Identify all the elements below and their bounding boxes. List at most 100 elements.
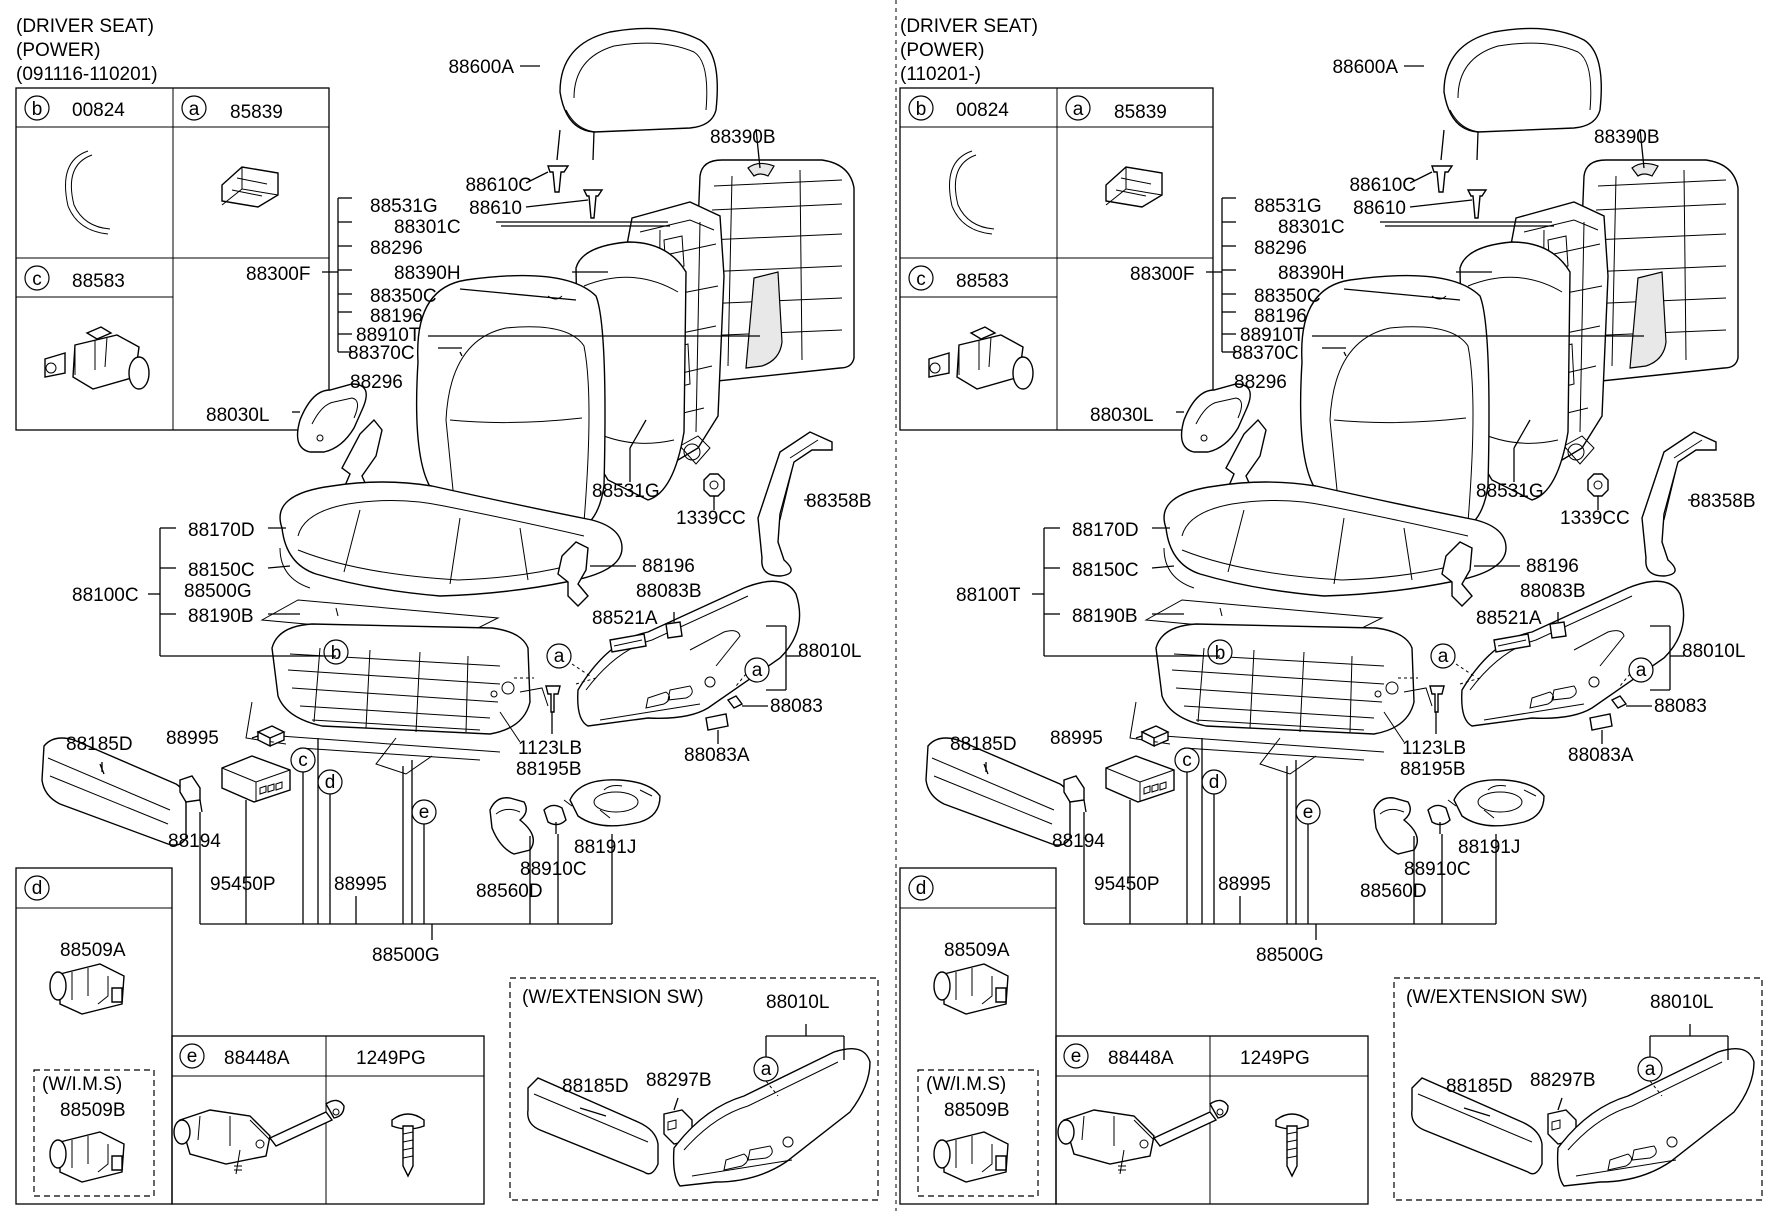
marker-a: a <box>189 99 200 120</box>
header-line-1: (DRIVER SEAT) <box>900 16 1038 37</box>
marker-e: e <box>1071 1046 1082 1067</box>
label-back-assembly: 88300F <box>1130 264 1194 285</box>
header-line-3: (110201-) <box>900 64 981 85</box>
marker-b-main: b <box>1215 643 1226 664</box>
label-back-cover-outer: 88390B <box>1594 127 1660 148</box>
marker-e-main: e <box>419 802 430 823</box>
label-lumbar-cover: 88560D <box>476 881 543 902</box>
label-back-cushion-4: 88350C <box>370 286 437 307</box>
marker-e: e <box>187 1046 198 1067</box>
label-switch-knob: 88521A <box>1476 608 1542 629</box>
marker-e-main: e <box>1303 802 1314 823</box>
label-cushion-assembly: 88100C <box>72 585 139 606</box>
marker-b: b <box>32 99 43 120</box>
label-cushion-assembly: 88100T <box>956 585 1021 606</box>
label-lever-bracket: 88296 <box>1234 372 1287 393</box>
label-back-frame-lower: 88531G <box>592 481 660 502</box>
inset-b-code: 00824 <box>956 100 1009 121</box>
label-back-cushion-7: 88370C <box>1232 343 1299 364</box>
label-bolt: 1123LB <box>518 738 582 759</box>
marker-b-main: b <box>331 643 342 664</box>
marker-c: c <box>32 269 42 290</box>
label-guide: 88610 <box>1353 198 1406 219</box>
marker-a-main-2: a <box>752 660 763 681</box>
label-back-cushion-6: 88910T <box>356 325 421 346</box>
label-back-frame-lower: 88531G <box>1476 481 1544 502</box>
ext-code-trim: 88185D <box>1446 1076 1513 1097</box>
panel-left-art <box>15 27 879 1205</box>
marker-a-main-2: a <box>1636 660 1647 681</box>
label-nut: 1339CC <box>1560 508 1630 529</box>
inset-e-code2: 1249PG <box>356 1048 426 1069</box>
label-cushion-3: 88190B <box>188 606 254 627</box>
panel-left: (DRIVER SEAT) (POWER) (091116-110201) b … <box>15 16 879 1205</box>
label-back-cushion-3: 88390H <box>394 263 461 284</box>
marker-c-main: c <box>298 750 308 771</box>
label-seat-belt: 88358B <box>806 491 872 512</box>
label-knob-small: 88083B <box>1520 581 1586 602</box>
inset-d-code-top: 88509A <box>944 940 1010 961</box>
label-ecu: 95450P <box>210 874 276 895</box>
label-back-cushion-2: 88296 <box>1254 238 1307 259</box>
inset-d-code-wims: 88509B <box>944 1100 1010 1121</box>
label-cap: 88083 <box>1654 696 1707 717</box>
inset-b-code: 00824 <box>72 100 125 121</box>
label-back-cushion-0: 88531G <box>1254 196 1322 217</box>
ext-title: (W/EXTENSION SW) <box>522 987 704 1008</box>
label-cushion-2: 88500G <box>184 581 252 602</box>
header-line-3: (091116-110201) <box>16 64 158 85</box>
label-ecu: 95450P <box>1094 874 1160 895</box>
label-seat-belt: 88358B <box>1690 491 1756 512</box>
label-lever-cover: 88030L <box>1090 405 1153 426</box>
label-guide-c: 88610C <box>1349 175 1416 196</box>
inset-e-code2: 1249PG <box>1240 1048 1310 1069</box>
ext-title: (W/EXTENSION SW) <box>1406 987 1588 1008</box>
inset-e-code: 88448A <box>224 1048 290 1069</box>
label-knob-small: 88083B <box>636 581 702 602</box>
ext-code-main: 88010L <box>1650 992 1713 1013</box>
marker-a-main-1: a <box>1438 646 1449 667</box>
label-trim-front: 88185D <box>66 734 133 755</box>
label-sensor: 88910C <box>1404 859 1471 880</box>
label-back-assembly: 88300F <box>246 264 310 285</box>
marker-b: b <box>916 99 927 120</box>
label-bolt: 1123LB <box>1402 738 1466 759</box>
label-back-cushion-5: 88196 <box>370 306 423 327</box>
header-line-1: (DRIVER SEAT) <box>16 16 154 37</box>
ext-marker: a <box>761 1059 772 1080</box>
label-lumbar-unit: 88191J <box>1458 837 1520 858</box>
label-bracket: 88196 <box>1526 556 1579 577</box>
label-back-cushion-3: 88390H <box>1278 263 1345 284</box>
label-lumbar-unit: 88191J <box>574 837 636 858</box>
label-back-cushion-1: 88301C <box>1278 217 1345 238</box>
label-back-cushion-5: 88196 <box>1254 306 1307 327</box>
header-line-2: (POWER) <box>900 40 984 61</box>
label-guide-c: 88610C <box>465 175 532 196</box>
label-bolt-b: 88195B <box>1400 759 1466 780</box>
label-cushion-0: 88170D <box>188 520 255 541</box>
label-frame-lower: 88995 <box>334 874 387 895</box>
ext-marker: a <box>1645 1059 1656 1080</box>
label-module: 88995 <box>166 728 219 749</box>
label-back-cushion-2: 88296 <box>370 238 423 259</box>
marker-d: d <box>32 878 43 899</box>
label-cushion-0: 88170D <box>1072 520 1139 541</box>
label-back-cover-outer: 88390B <box>710 127 776 148</box>
label-side-shield: 88010L <box>1682 641 1745 662</box>
inset-d-wims-title: (W/I.M.S) <box>926 1074 1006 1095</box>
label-side-shield: 88010L <box>798 641 861 662</box>
ext-code-trim: 88185D <box>562 1076 629 1097</box>
label-lever-bracket: 88296 <box>350 372 403 393</box>
label-back-cushion-1: 88301C <box>394 217 461 238</box>
ext-code-switch: 88297B <box>1530 1070 1596 1091</box>
label-lumbar-cover: 88560D <box>1360 881 1427 902</box>
label-cushion-1: 88150C <box>188 560 255 581</box>
marker-c: c <box>916 269 926 290</box>
label-cap-a: 88083A <box>684 745 750 766</box>
panel-right-art <box>899 27 1763 1205</box>
label-module: 88995 <box>1050 728 1103 749</box>
label-cushion-1: 88150C <box>1072 560 1139 581</box>
label-cap: 88083 <box>770 696 823 717</box>
label-bolt-b: 88195B <box>516 759 582 780</box>
marker-a: a <box>1073 99 1084 120</box>
